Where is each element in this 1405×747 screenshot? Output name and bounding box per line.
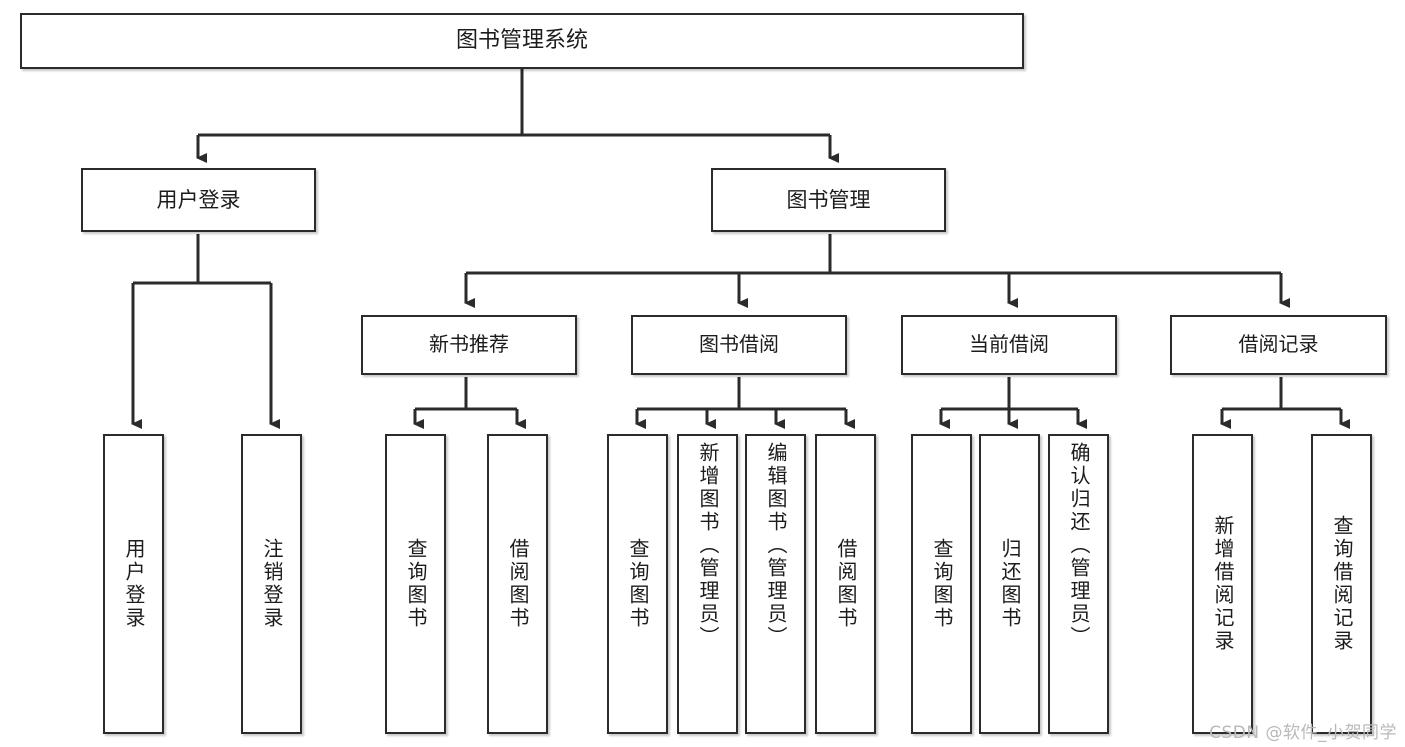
node-label: 编辑图书（管理员） xyxy=(764,442,788,649)
node-label: 图书管理系统 xyxy=(455,28,588,54)
node-label: 查询图书 xyxy=(404,538,428,630)
node-user-login[interactable]: 用户登录 xyxy=(81,168,316,232)
node-label: 图书管理 xyxy=(786,187,871,212)
node-book-borrow[interactable]: 图书借阅 xyxy=(631,315,847,375)
node-leaf-query-book-2[interactable]: 查询图书 xyxy=(607,434,668,734)
node-borrow-record[interactable]: 借阅记录 xyxy=(1170,315,1387,375)
node-label: 用户登录 xyxy=(122,538,146,630)
csdn-watermark: CSDN @软件_小贺同学 xyxy=(1209,723,1397,743)
node-label: 确认归还（管理员） xyxy=(1067,442,1091,649)
node-leaf-borrow-book-2[interactable]: 借阅图书 xyxy=(815,434,876,734)
node-label: 图书借阅 xyxy=(699,332,779,357)
node-root-system[interactable]: 图书管理系统 xyxy=(20,13,1024,69)
node-leaf-logout-login[interactable]: 注销登录 xyxy=(241,434,302,734)
node-leaf-borrow-book-1[interactable]: 借阅图书 xyxy=(487,434,548,734)
node-label: 注销登录 xyxy=(260,538,284,630)
node-leaf-query-book-3[interactable]: 查询图书 xyxy=(911,434,972,734)
node-leaf-confirm-return[interactable]: 确认归还（管理员） xyxy=(1048,434,1109,734)
node-label: 查询借阅记录 xyxy=(1330,515,1354,653)
node-leaf-query-record[interactable]: 查询借阅记录 xyxy=(1311,434,1372,734)
node-new-book-recommend[interactable]: 新书推荐 xyxy=(361,315,577,375)
node-leaf-add-book[interactable]: 新增图书（管理员） xyxy=(677,434,738,734)
node-label: 新增图书（管理员） xyxy=(696,442,720,649)
node-leaf-query-book-1[interactable]: 查询图书 xyxy=(385,434,446,734)
node-leaf-add-record[interactable]: 新增借阅记录 xyxy=(1192,434,1253,734)
node-leaf-edit-book[interactable]: 编辑图书（管理员） xyxy=(745,434,806,734)
node-book-manage[interactable]: 图书管理 xyxy=(711,168,946,232)
node-label: 新增借阅记录 xyxy=(1211,515,1235,653)
node-label: 查询图书 xyxy=(626,538,650,630)
node-label: 新书推荐 xyxy=(429,332,509,357)
node-leaf-user-login[interactable]: 用户登录 xyxy=(103,434,164,734)
node-label: 归还图书 xyxy=(998,538,1022,630)
node-label: 借阅记录 xyxy=(1238,332,1319,357)
node-label: 借阅图书 xyxy=(834,538,858,630)
node-label: 用户登录 xyxy=(156,187,241,212)
node-label: 查询图书 xyxy=(930,538,954,630)
node-label: 借阅图书 xyxy=(506,538,530,630)
node-label: 当前借阅 xyxy=(969,332,1049,357)
node-leaf-return-book[interactable]: 归还图书 xyxy=(979,434,1040,734)
node-current-borrow[interactable]: 当前借阅 xyxy=(901,315,1117,375)
